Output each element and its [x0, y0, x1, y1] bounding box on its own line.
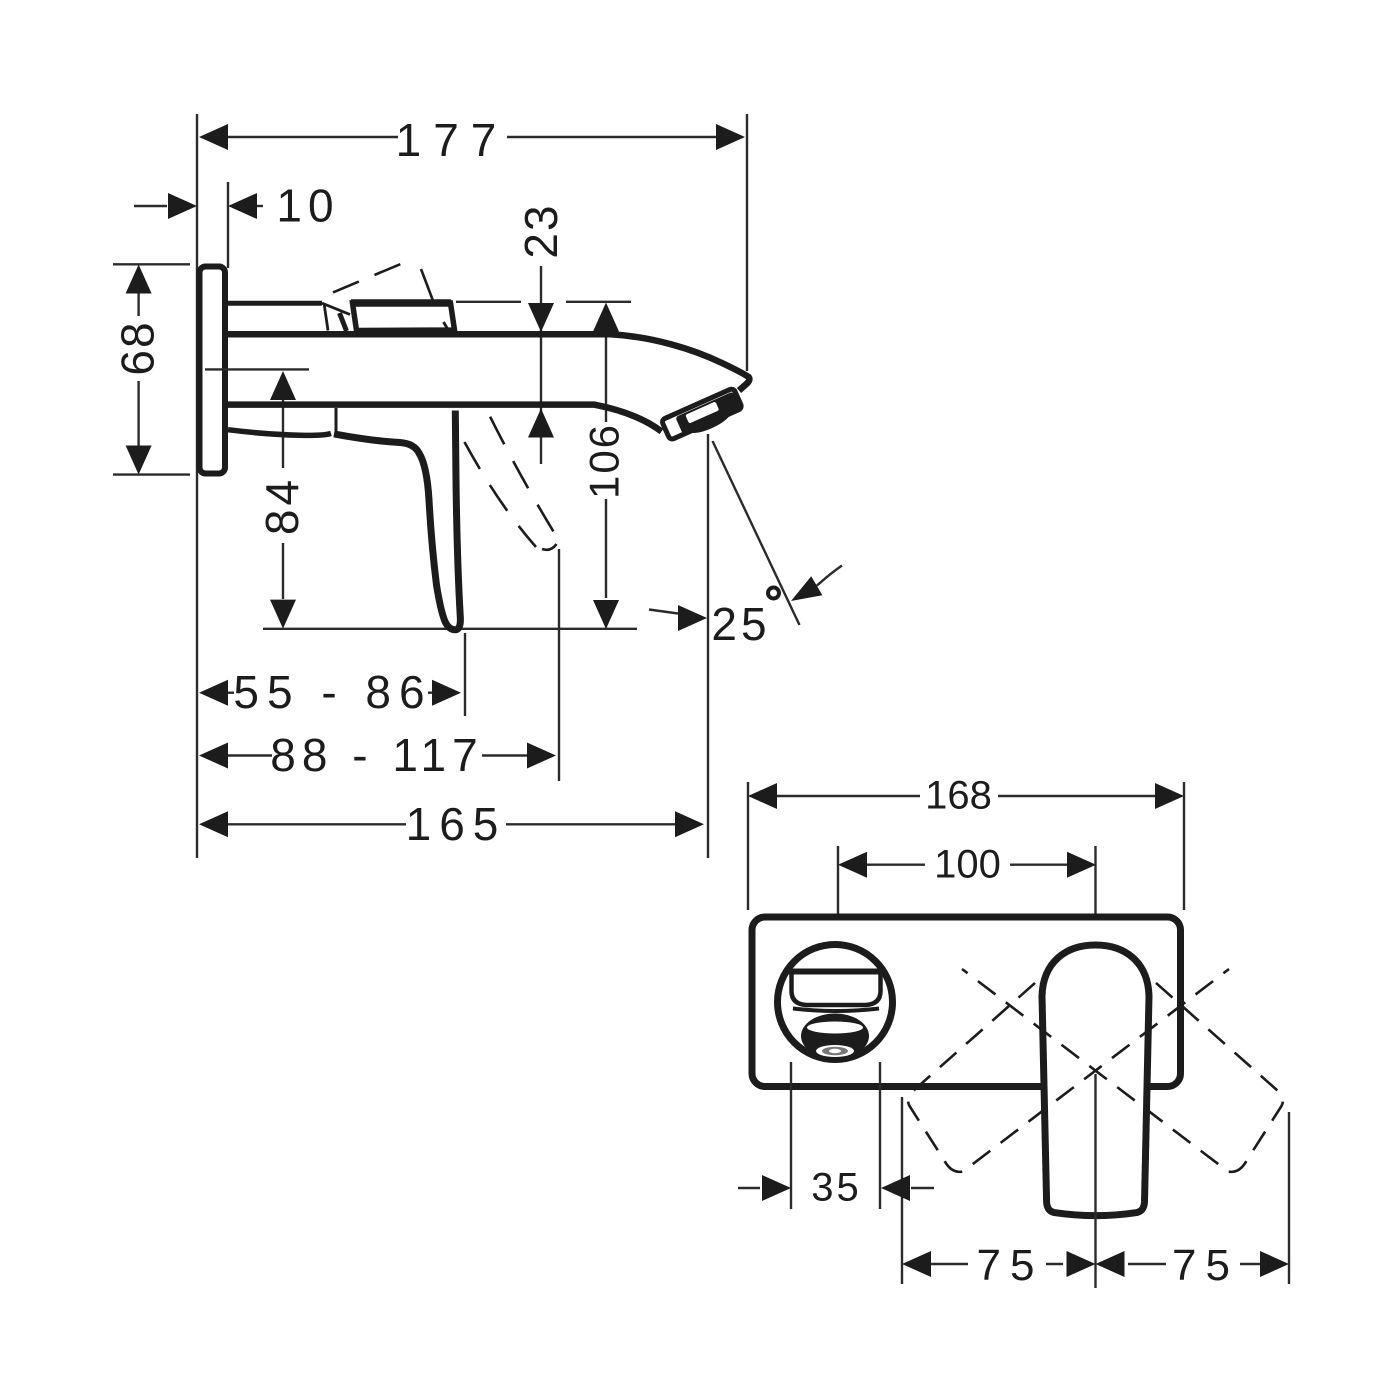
svg-text:75: 75: [1172, 1241, 1239, 1290]
svg-text:88 - 117: 88 - 117: [270, 729, 483, 781]
svg-text:165: 165: [406, 798, 507, 850]
svg-text:168: 168: [925, 774, 992, 818]
svg-text:35: 35: [811, 1166, 862, 1210]
svg-text:100: 100: [934, 843, 1001, 887]
svg-text:84: 84: [256, 476, 308, 535]
svg-text:75: 75: [977, 1241, 1044, 1290]
svg-text:68: 68: [112, 320, 164, 375]
svg-text:55 - 86: 55 - 86: [233, 666, 432, 718]
svg-text:23: 23: [515, 203, 567, 258]
svg-text:106: 106: [581, 423, 628, 499]
svg-text:177: 177: [396, 114, 509, 166]
svg-text:25: 25: [711, 598, 770, 650]
svg-text:10: 10: [276, 180, 339, 232]
